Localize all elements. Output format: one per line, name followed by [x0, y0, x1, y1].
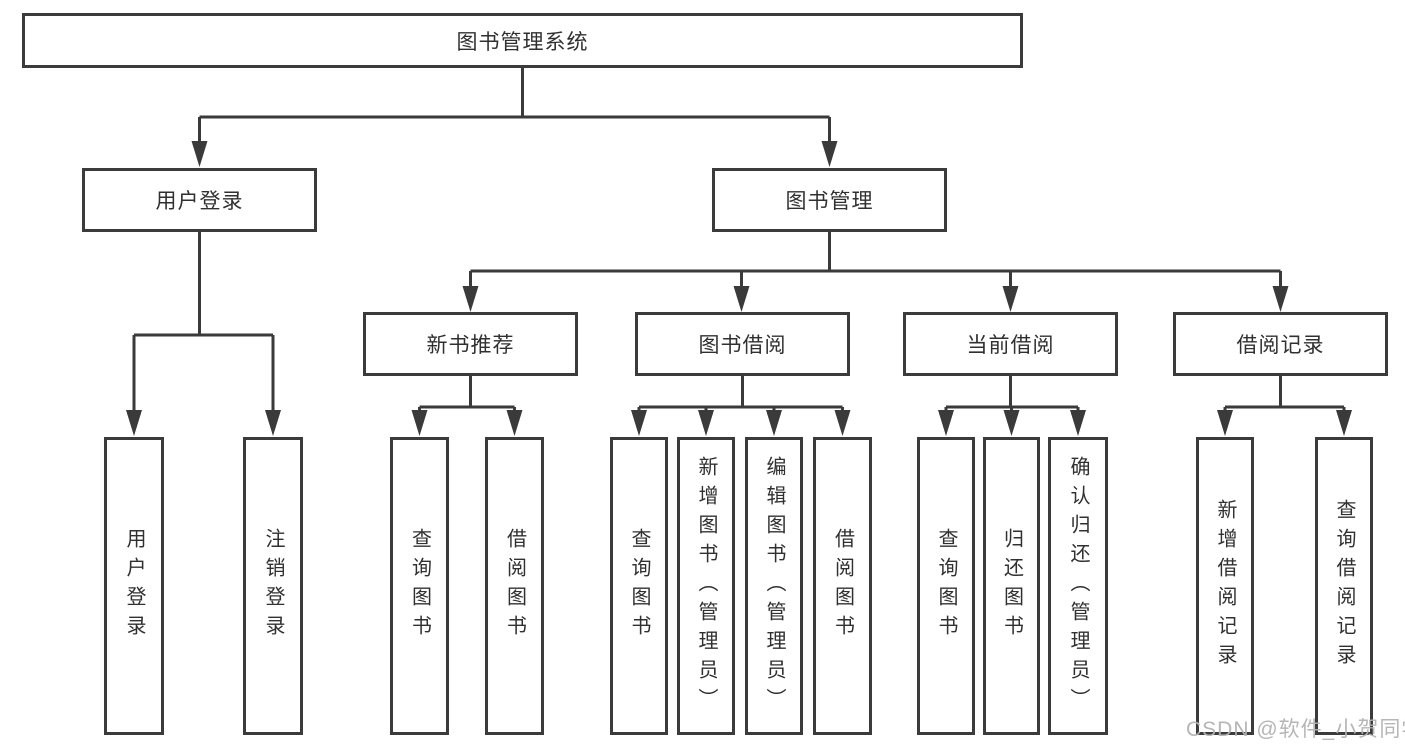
leaf-query-books-1: 查询图书 [390, 437, 449, 735]
connector-current-borrow-group [944, 376, 1080, 412]
node-label: 查询图书 [628, 528, 650, 644]
connector-user-login-group [132, 232, 275, 412]
node-label: 归还图书 [1000, 528, 1023, 644]
node-label: 当前借阅 [966, 334, 1055, 357]
node-label: 图书管理系统 [456, 30, 589, 54]
leaf-logout: 注销登录 [243, 437, 303, 735]
arrow-down-icon [1070, 410, 1086, 436]
node-borrow-record: 借阅记录 [1173, 312, 1388, 376]
arrow-down-icon [631, 410, 647, 436]
node-label: 确认归还（管理员） [1067, 455, 1089, 717]
node-label: 用户登录 [123, 528, 145, 644]
connector-root-to-level1 [198, 68, 831, 144]
arrow-down-icon [1003, 410, 1020, 436]
leaf-query-books-3: 查询图书 [917, 437, 975, 735]
arrow-down-icon [698, 410, 714, 436]
connector-new-book-group [418, 376, 516, 412]
node-book-borrow: 图书借阅 [635, 312, 850, 376]
node-label: 用户登录 [155, 190, 244, 213]
leaf-user-login: 用户登录 [104, 437, 164, 735]
leaf-confirm-return-admin: 确认归还（管理员） [1048, 437, 1108, 735]
connector-book-management-to-level2 [469, 232, 1282, 288]
arrow-down-icon [1002, 286, 1019, 312]
arrow-down-icon [1217, 410, 1233, 436]
connector-book-borrow-group [637, 376, 844, 412]
node-label: 注销登录 [262, 528, 284, 644]
node-label: 编辑图书（管理员） [763, 455, 785, 717]
node-user-login: 用户登录 [82, 168, 317, 232]
arrow-down-icon [938, 410, 954, 436]
node-label: 新增图书（管理员） [695, 455, 717, 717]
node-label: 借阅图书 [503, 528, 526, 644]
leaf-return-book: 归还图书 [983, 437, 1040, 735]
node-root-library-system: 图书管理系统 [22, 13, 1023, 68]
arrow-down-icon [191, 141, 208, 167]
node-label: 查询图书 [408, 528, 431, 644]
leaf-add-book-admin: 新增图书（管理员） [677, 437, 735, 735]
leaf-query-books-2: 查询图书 [610, 437, 668, 735]
arrow-down-icon [265, 410, 281, 436]
arrow-down-icon [411, 410, 428, 436]
arrow-down-icon [1336, 410, 1352, 436]
arrow-down-icon [126, 410, 142, 436]
leaf-borrow-books-2: 借阅图书 [813, 437, 872, 735]
arrow-down-icon [462, 286, 479, 312]
node-label: 查询借阅记录 [1333, 499, 1355, 673]
node-label: 查询图书 [935, 528, 957, 644]
leaf-edit-book-admin: 编辑图书（管理员） [745, 437, 803, 735]
node-label: 图书管理 [785, 190, 874, 213]
arrow-down-icon [1272, 286, 1289, 312]
arrow-down-icon [506, 410, 523, 436]
arrow-down-icon [766, 410, 782, 436]
node-book-management: 图书管理 [712, 168, 947, 232]
arrow-down-icon [834, 410, 851, 436]
leaf-borrow-books-1: 借阅图书 [485, 437, 544, 735]
node-current-borrow: 当前借阅 [903, 312, 1118, 376]
leaf-add-borrow-record: 新增借阅记录 [1196, 437, 1254, 735]
node-label: 借阅记录 [1236, 334, 1325, 357]
arrow-down-icon [733, 286, 750, 312]
node-label: 新书推荐 [426, 334, 515, 357]
node-new-book-recommend: 新书推荐 [363, 312, 578, 376]
watermark: CSDN @软件_小贺同学 [1186, 718, 1405, 741]
node-label: 图书借阅 [698, 334, 787, 357]
node-label: 借阅图书 [831, 528, 854, 644]
node-label: 新增借阅记录 [1214, 499, 1236, 673]
arrow-down-icon [821, 141, 838, 167]
leaf-query-borrow-record: 查询借阅记录 [1315, 437, 1373, 735]
connector-borrow-record-group [1223, 376, 1346, 412]
